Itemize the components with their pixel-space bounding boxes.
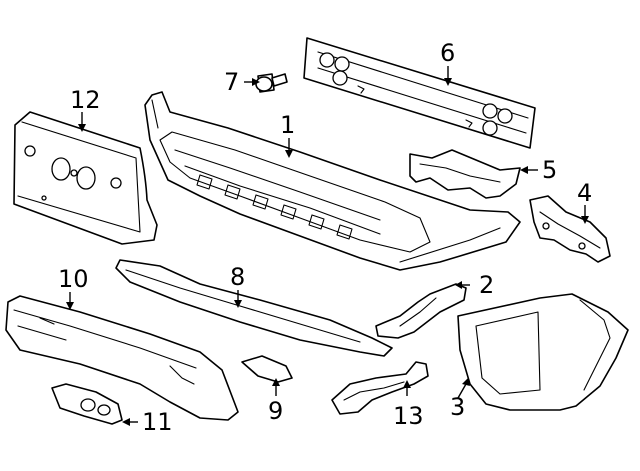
end-cap xyxy=(457,293,629,411)
reinforcement-bracket xyxy=(409,149,521,199)
license-plate-bracket xyxy=(13,111,158,245)
tow-hook-cover xyxy=(51,383,123,425)
callout-6: 6 xyxy=(440,39,455,67)
mount-bracket xyxy=(529,195,611,263)
callout-1: 1 xyxy=(280,111,295,139)
skid-plate xyxy=(5,295,239,421)
callout-9: 9 xyxy=(268,397,283,425)
callout-4: 4 xyxy=(577,179,592,207)
bumper-cover xyxy=(144,91,521,271)
callout-13: 13 xyxy=(393,402,424,430)
callout-3: 3 xyxy=(450,393,465,421)
callout-5: 5 xyxy=(542,156,557,184)
side-bracket xyxy=(375,283,467,339)
fog-lamp-bezel xyxy=(331,361,429,415)
callout-8: 8 xyxy=(230,263,245,291)
small-trim-piece xyxy=(241,355,293,383)
callout-10: 10 xyxy=(58,265,89,293)
leader-lines xyxy=(66,66,589,426)
callout-7: 7 xyxy=(224,68,239,96)
callout-2: 2 xyxy=(479,271,494,299)
lower-deflector xyxy=(115,259,393,357)
impact-bar xyxy=(303,37,536,149)
push-pin-fastener xyxy=(255,73,288,93)
callout-11: 11 xyxy=(142,408,173,436)
callout-12: 12 xyxy=(70,86,101,114)
